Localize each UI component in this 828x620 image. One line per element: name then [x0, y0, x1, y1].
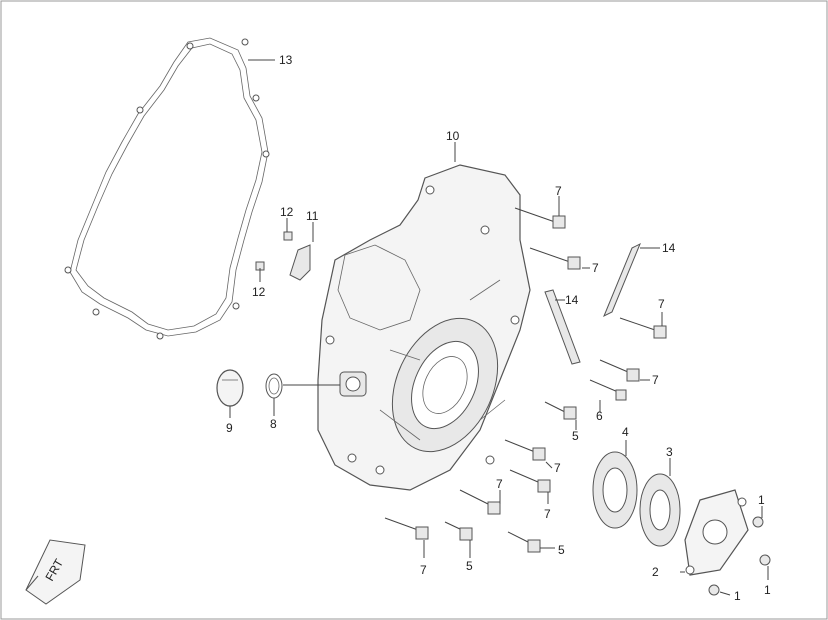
oil-seal-part [639, 473, 681, 547]
callout-5-a: 5 [572, 429, 579, 443]
callout-4: 4 [622, 425, 629, 439]
callout-7-h: 7 [420, 563, 427, 577]
callout-5-b: 5 [466, 559, 473, 573]
callout-12-top: 12 [280, 205, 294, 219]
callout-8: 8 [270, 417, 277, 431]
gasket-part [64, 37, 270, 340]
callout-6: 6 [596, 409, 603, 423]
retainer-plate-part [684, 489, 749, 576]
callout-13: 13 [279, 53, 293, 67]
plug-part [216, 369, 244, 407]
callout-3: 3 [666, 445, 673, 459]
callout-14-b: 14 [565, 293, 579, 307]
callout-9: 9 [226, 421, 233, 435]
callout-7-a: 7 [555, 184, 562, 198]
small-bolt-parts [255, 231, 311, 281]
callout-11: 11 [306, 209, 319, 223]
callout-7-g: 7 [544, 507, 551, 521]
callout-14-a: 14 [662, 241, 676, 255]
callout-10: 10 [446, 129, 460, 143]
callout-12-bottom: 12 [252, 285, 266, 299]
leader-lines [229, 59, 769, 596]
screw-parts [708, 516, 771, 596]
o-ring-part [265, 373, 283, 399]
bracket-parts [544, 242, 641, 365]
bearing-part [592, 451, 638, 529]
callout-1-b: 1 [764, 583, 771, 597]
callout-7-d: 7 [652, 373, 659, 387]
callout-7-e: 7 [554, 461, 561, 475]
bolt-parts [384, 207, 667, 553]
callout-7-b: 7 [592, 261, 599, 275]
callout-1-c: 1 [734, 589, 741, 603]
clutch-cover-part [317, 164, 531, 491]
callout-2: 2 [652, 565, 659, 579]
callout-7-c: 7 [658, 297, 665, 311]
callout-5-c: 5 [558, 543, 565, 557]
callout-7-f: 7 [496, 477, 503, 491]
forward-arrow: FRT [25, 539, 86, 605]
callout-1-a: 1 [758, 493, 765, 507]
